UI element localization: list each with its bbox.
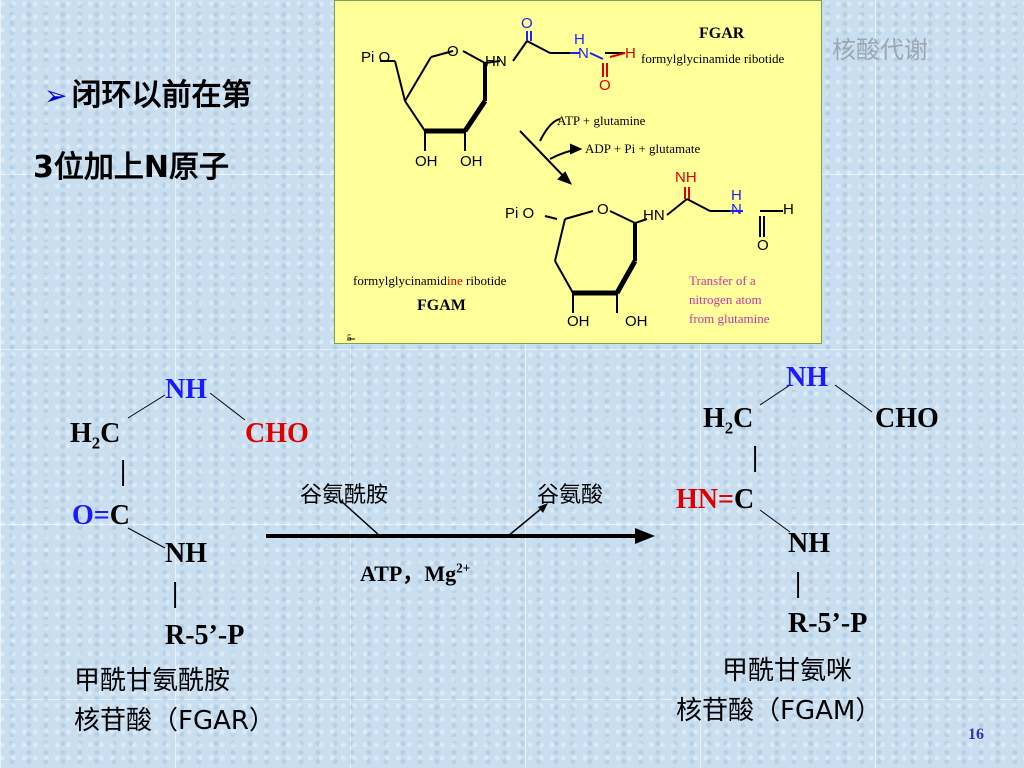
top-pio-label: Pi O — [361, 49, 391, 66]
figure-reaction-arrow — [519, 118, 583, 185]
fgar-name-line1: 甲酰甘氨酰胺 — [74, 666, 231, 696]
bottom-oh-left: OH — [567, 313, 590, 330]
fgar-nh: NH — [165, 374, 207, 405]
fgar-full-name: formylglycinamide ribotide — [641, 51, 785, 66]
adp-glutamate-label: ADP + Pi + glutamate — [585, 141, 701, 156]
figure-footnote: 5 — [347, 333, 352, 343]
fgam-bond-bar: | — [752, 442, 759, 473]
fgar-h2c: H2C — [70, 418, 121, 453]
bottom-n-label: N — [731, 201, 742, 218]
glutamine-label: 谷氨酰胺 — [300, 483, 389, 508]
fgam-amidine: HN=C — [676, 484, 755, 515]
glutamate-label: 谷氨酸 — [537, 483, 604, 508]
top-ribose-ring — [380, 50, 501, 151]
top-n-label: N — [578, 45, 589, 62]
figure-drawing — [347, 31, 783, 340]
top-aldehyde-h-label: H — [625, 45, 636, 62]
fgar-r5p: R-5’-P — [165, 620, 245, 651]
top-oh-right: OH — [460, 153, 483, 170]
top-aldehyde-o-label: O — [599, 77, 611, 94]
fgar-cho: CHO — [245, 418, 309, 449]
fgar-name-line2: 核苷酸（FGAR） — [74, 706, 275, 736]
note-line2: nitrogen atom — [689, 292, 762, 307]
fgam-name-line2: 核苷酸（FGAM） — [676, 696, 882, 726]
bullet-arrow-icon: ➢ — [44, 79, 68, 112]
bullet-line2: 3位加上N原子 — [33, 150, 229, 185]
bottom-aldehyde-h-label: H — [783, 201, 794, 218]
note-line1: Transfer of a — [689, 273, 756, 288]
fgam-bond-bar2: | — [795, 568, 802, 599]
bullet-text-line1: ➢闭环以前在第 — [44, 70, 251, 114]
bottom-h-label: H — [731, 187, 742, 204]
fgam-nh2: NH — [788, 528, 830, 559]
fgar-bond-bar2: | — [172, 578, 179, 609]
bullet-line1: 闭环以前在第 — [71, 78, 252, 113]
atp-mg-label: ATP，Mg2+ — [360, 560, 471, 586]
fgam-h2c: H2C — [703, 403, 754, 438]
top-h-label: H — [574, 31, 585, 48]
fgam-nh: NH — [786, 362, 828, 393]
fgam-name-line1: 甲酰甘氨咪 — [722, 656, 853, 686]
fgar-bond-bar: | — [120, 456, 127, 487]
fgar-fgam-figure: Pi O O HN O H N H O OH OH FGAR formylgly… — [334, 0, 822, 344]
fgam-cho: CHO — [875, 403, 939, 434]
top-hn-label: HN — [485, 53, 507, 70]
note-line3: from glutamine — [689, 311, 770, 326]
reaction-arrow — [266, 499, 655, 544]
bottom-oh-right: OH — [625, 313, 648, 330]
bottom-ring-o-label: O — [597, 201, 609, 218]
atp-glutamine-label: ATP + glutamine — [557, 113, 646, 128]
watermark-title: 核酸代谢 — [832, 36, 928, 64]
bottom-hn-label: HN — [643, 207, 665, 224]
fgam-full-name: formylglycinamidine ribotide — [353, 273, 507, 288]
fgar-label: FGAR — [699, 25, 745, 42]
page-number: 16 — [968, 726, 984, 743]
top-carbonyl-o-label: O — [521, 15, 533, 32]
top-ring-o-label: O — [447, 43, 459, 60]
fgam-r5p: R-5’-P — [788, 608, 868, 639]
bottom-nh-label: NH — [675, 169, 697, 186]
bottom-ribose-ring — [544, 210, 648, 313]
bottom-pio-label: Pi O — [505, 205, 535, 222]
top-oh-left: OH — [415, 153, 438, 170]
fgam-label: FGAM — [417, 297, 466, 314]
fgar-amide-nh: NH — [165, 538, 207, 569]
bottom-aldehyde-o-label: O — [757, 237, 769, 254]
fgar-carbonyl: O=C — [72, 500, 130, 531]
